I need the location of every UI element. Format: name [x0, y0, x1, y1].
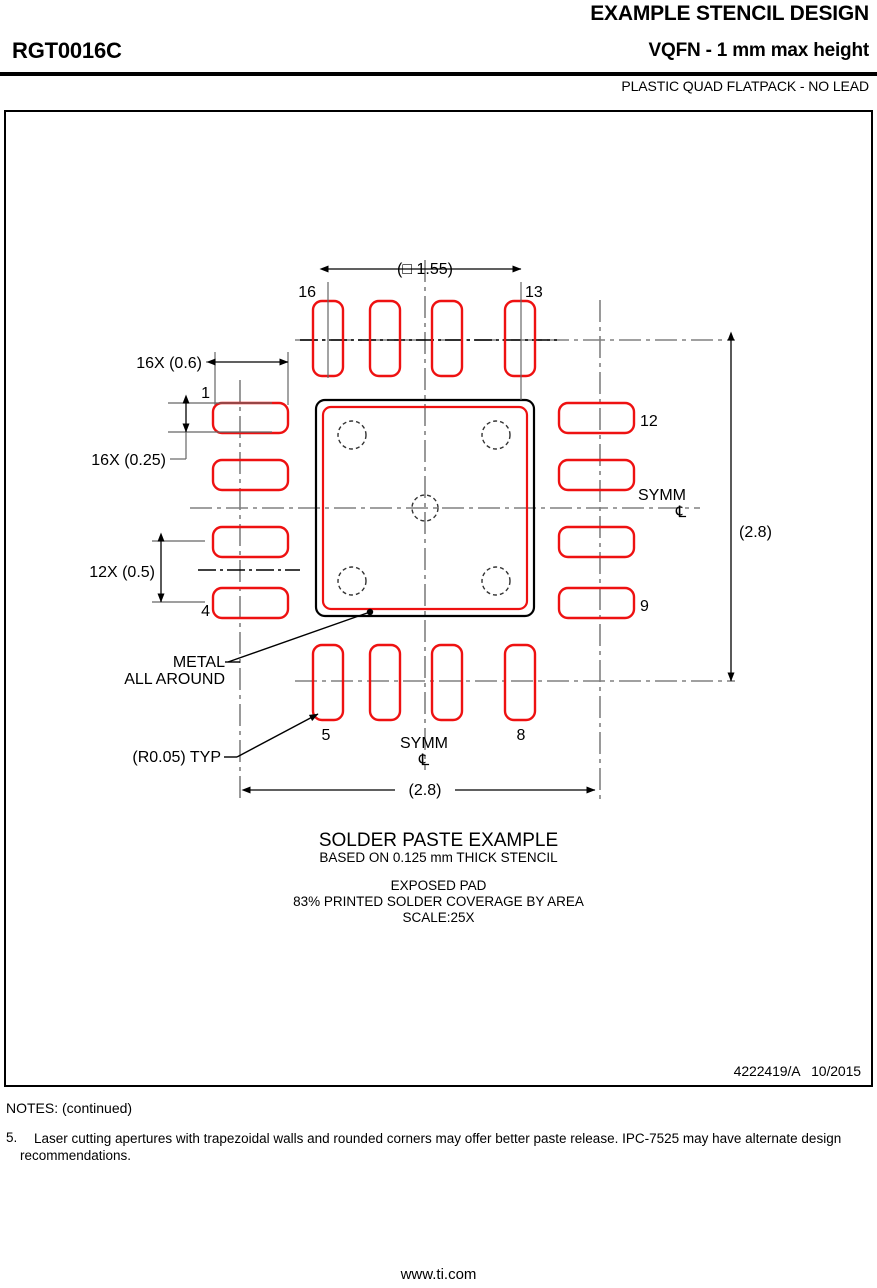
part-number: RGT0016C: [12, 38, 122, 63]
paste-pad-1: [211, 401, 290, 435]
paste-pad-3: [211, 525, 290, 559]
caption-title: SOLDER PASTE EXAMPLE: [318, 830, 559, 851]
via-circle-top-left: [337, 420, 367, 450]
extension-line-group: [327, 282, 522, 400]
via-circle-bottom-right: [481, 566, 511, 596]
note-5-number: 5.: [6, 1130, 18, 1145]
leader-metal-all-around: [227, 611, 371, 663]
paste-pad-9: [557, 586, 636, 620]
symm-label-right: SYMM: [638, 487, 686, 504]
caption-stencil-thickness: BASED ON 0.125 mm THICK STENCIL: [319, 850, 558, 865]
page-title: EXAMPLE STENCIL DESIGN: [590, 2, 869, 25]
paste-pad-6: [368, 643, 402, 722]
pin-label-16: 16: [298, 284, 316, 301]
caption-scale: SCALE:25X: [402, 910, 475, 925]
ext-16x06-group: [206, 352, 289, 405]
symm-label-bottom: SYMM: [400, 735, 448, 752]
pin-label-12: 12: [640, 413, 658, 430]
paste-pad-4: [211, 586, 290, 620]
dimension-label-corner-radius: (R0.05) TYP: [132, 749, 221, 766]
paste-pad-col-left: [211, 401, 290, 620]
caption-coverage: 83% PRINTED SOLDER COVERAGE BY AREA: [293, 894, 584, 909]
exposed-pad-outline: [314, 398, 536, 618]
footer-url: www.ti.com: [400, 1266, 477, 1283]
ext-12x05-group: [152, 540, 205, 603]
dimension-label-overall-horizontal: (2.8): [409, 782, 442, 799]
caption-exposed-pad: EXPOSED PAD: [390, 878, 487, 893]
dimension-label-overall-vertical: (2.8): [739, 524, 772, 541]
via-circle-bottom-left: [337, 566, 367, 596]
pin-label-4: 4: [201, 603, 210, 620]
via-circle-top-right: [481, 420, 511, 450]
dimension-label-pad-height: 16X (0.25): [91, 452, 166, 469]
paste-pad-col-right: [557, 401, 636, 620]
paste-pad-10: [557, 525, 636, 559]
symm-glyph-bottom: ℄: [418, 752, 430, 769]
paste-pad-row-top: [311, 299, 537, 378]
paste-pad-2: [211, 458, 290, 492]
paste-pad-14: [430, 299, 464, 378]
dimension-label-pad-square: (□ 1.55): [397, 261, 453, 278]
symm-glyph-right: ℄: [675, 504, 687, 521]
pin-label-9: 9: [640, 598, 649, 615]
annotation-metal-line1: METAL: [173, 654, 225, 671]
pin-label-1: 1: [201, 385, 210, 402]
leader-dot-metal: [366, 608, 374, 616]
paste-pad-13: [503, 299, 537, 378]
paste-pad-row-bottom: [311, 643, 537, 722]
paste-pad-11: [557, 458, 636, 492]
pin-label-5: 5: [322, 727, 331, 744]
leader-corner-radius: [236, 713, 319, 758]
pad-centerline-group: [198, 339, 560, 571]
paste-pad-15: [368, 299, 402, 378]
pin-label-8: 8: [517, 727, 526, 744]
paste-pad-7: [430, 643, 464, 722]
paste-pad-5: [311, 643, 345, 722]
paste-pad-8: [503, 643, 537, 722]
header-divider: [0, 72, 877, 76]
notes-header: NOTES: (continued): [6, 1100, 133, 1116]
via-circle-group: [337, 420, 511, 596]
label-backdrop-overall-horizontal: [395, 780, 455, 798]
pin-label-13: 13: [525, 284, 543, 301]
exposed-pad-paste: [321, 405, 529, 611]
ext-16x025-group: [168, 402, 272, 460]
note-5-text: Laser cutting apertures with trapezoidal…: [20, 1131, 842, 1163]
package-title: VQFN - 1 mm max height: [648, 40, 870, 61]
annotation-metal-line2: ALL AROUND: [124, 671, 225, 688]
document-number: 4222419/A 10/2015: [733, 1063, 861, 1079]
paste-pad-12: [557, 401, 636, 435]
dimension-label-pad-width: 16X (0.6): [136, 355, 202, 372]
package-subtitle: PLASTIC QUAD FLATPACK - NO LEAD: [621, 78, 869, 94]
via-circle-center: [411, 494, 439, 522]
dimension-label-pitch: 12X (0.5): [89, 564, 155, 581]
